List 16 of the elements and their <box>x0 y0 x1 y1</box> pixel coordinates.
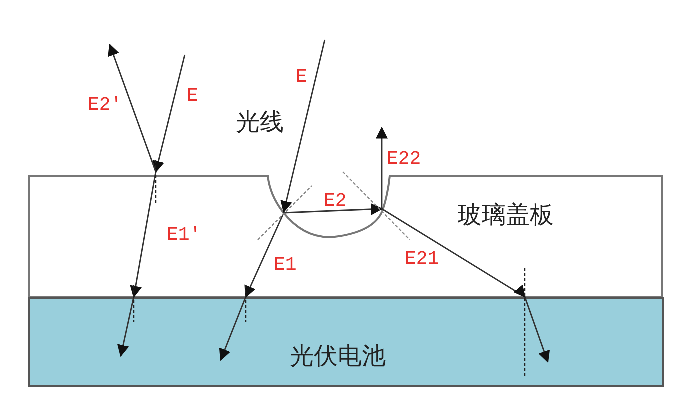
ray-label: E1 <box>274 256 297 275</box>
panel-label: 玻璃盖板 <box>458 203 554 227</box>
solar-cell-layer <box>28 297 664 387</box>
ray-label: E21 <box>405 250 440 269</box>
ray-label: E <box>187 87 198 106</box>
light-ray-arrow <box>118 172 157 357</box>
ray-caption: 光线 <box>236 110 284 134</box>
light-ray-arrow <box>219 212 285 361</box>
ray-label: E22 <box>387 150 422 169</box>
ray-label: E2' <box>88 96 122 115</box>
ray-label: E <box>296 68 308 87</box>
glass-cover-panel <box>28 175 664 298</box>
ray-label: E1' <box>167 226 202 245</box>
ray-label: E2 <box>324 192 347 211</box>
panel-label: 光伏电池 <box>290 344 386 368</box>
light-ray-arrow <box>382 208 550 363</box>
